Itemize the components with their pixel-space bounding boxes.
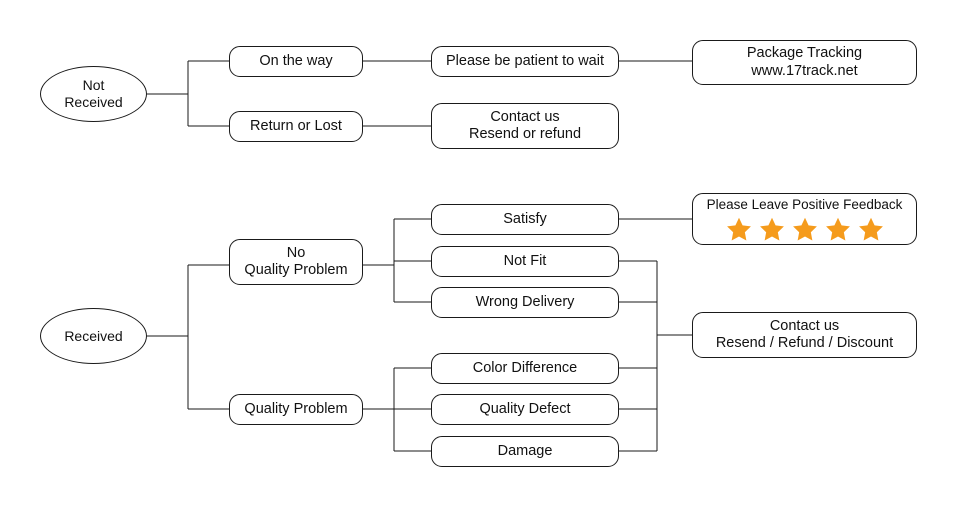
star-icon-2[interactable] xyxy=(759,216,785,242)
node-damage-label: Damage xyxy=(497,442,553,459)
node-color-difference-label: Color Difference xyxy=(472,359,578,376)
node-please-be-patient-to-wait[interactable]: Please be patient to wait xyxy=(431,46,619,77)
node-contact-us-2-line-2: Resend / Refund / Discount xyxy=(715,335,894,351)
node-contact-us-2-line-1: Contact us xyxy=(769,317,840,334)
node-contact-us-resend-refund-discount[interactable]: Contact us Resend / Refund / Discount xyxy=(692,312,917,358)
node-positive-feedback-label: Please Leave Positive Feedback xyxy=(706,197,903,212)
star-icon-5[interactable] xyxy=(858,216,884,242)
node-wrong-delivery-label: Wrong Delivery xyxy=(475,293,575,310)
star-rating[interactable] xyxy=(726,216,884,242)
node-no-quality-problem-line-2: Quality Problem xyxy=(244,262,348,278)
node-no-quality-problem[interactable]: No Quality Problem xyxy=(229,239,363,285)
node-satisfy[interactable]: Satisfy xyxy=(431,204,619,235)
node-quality-defect[interactable]: Quality Defect xyxy=(431,394,619,425)
node-contact-us-line-2: Resend or refund xyxy=(468,126,582,142)
star-icon-3[interactable] xyxy=(792,216,818,242)
node-quality-defect-label: Quality Defect xyxy=(479,400,571,417)
star-icon-4[interactable] xyxy=(825,216,851,242)
node-received-label: Received xyxy=(64,327,123,344)
node-package-tracking-link[interactable]: www.17track.net xyxy=(751,62,858,79)
node-damage[interactable]: Damage xyxy=(431,436,619,467)
node-package-tracking-line-1: Package Tracking xyxy=(746,45,863,62)
node-not-fit-label: Not Fit xyxy=(503,252,547,269)
node-received[interactable]: Received xyxy=(40,308,147,364)
node-not-received-line-2: Received xyxy=(64,94,123,110)
node-positive-feedback[interactable]: Please Leave Positive Feedback xyxy=(692,193,917,245)
node-contact-us-line-1: Contact us xyxy=(490,108,560,125)
node-quality-problem[interactable]: Quality Problem xyxy=(229,394,363,425)
node-no-quality-problem-line-1: No xyxy=(286,244,306,261)
node-not-fit[interactable]: Not Fit xyxy=(431,246,619,277)
node-package-tracking[interactable]: Package Tracking www.17track.net xyxy=(692,40,917,85)
star-icon-1[interactable] xyxy=(726,216,752,242)
node-wrong-delivery[interactable]: Wrong Delivery xyxy=(431,287,619,318)
node-please-be-patient-label: Please be patient to wait xyxy=(446,52,604,69)
node-quality-problem-label: Quality Problem xyxy=(244,400,348,417)
node-return-or-lost-label: Return or Lost xyxy=(250,117,342,134)
node-on-the-way[interactable]: On the way xyxy=(229,46,363,77)
node-not-received[interactable]: Not Received xyxy=(40,66,147,122)
node-not-received-line-1: Not xyxy=(82,77,105,94)
node-satisfy-label: Satisfy xyxy=(503,210,547,227)
node-color-difference[interactable]: Color Difference xyxy=(431,353,619,384)
node-contact-us-resend-or-refund[interactable]: Contact us Resend or refund xyxy=(431,103,619,149)
node-on-the-way-label: On the way xyxy=(259,52,333,69)
node-return-or-lost[interactable]: Return or Lost xyxy=(229,111,363,142)
